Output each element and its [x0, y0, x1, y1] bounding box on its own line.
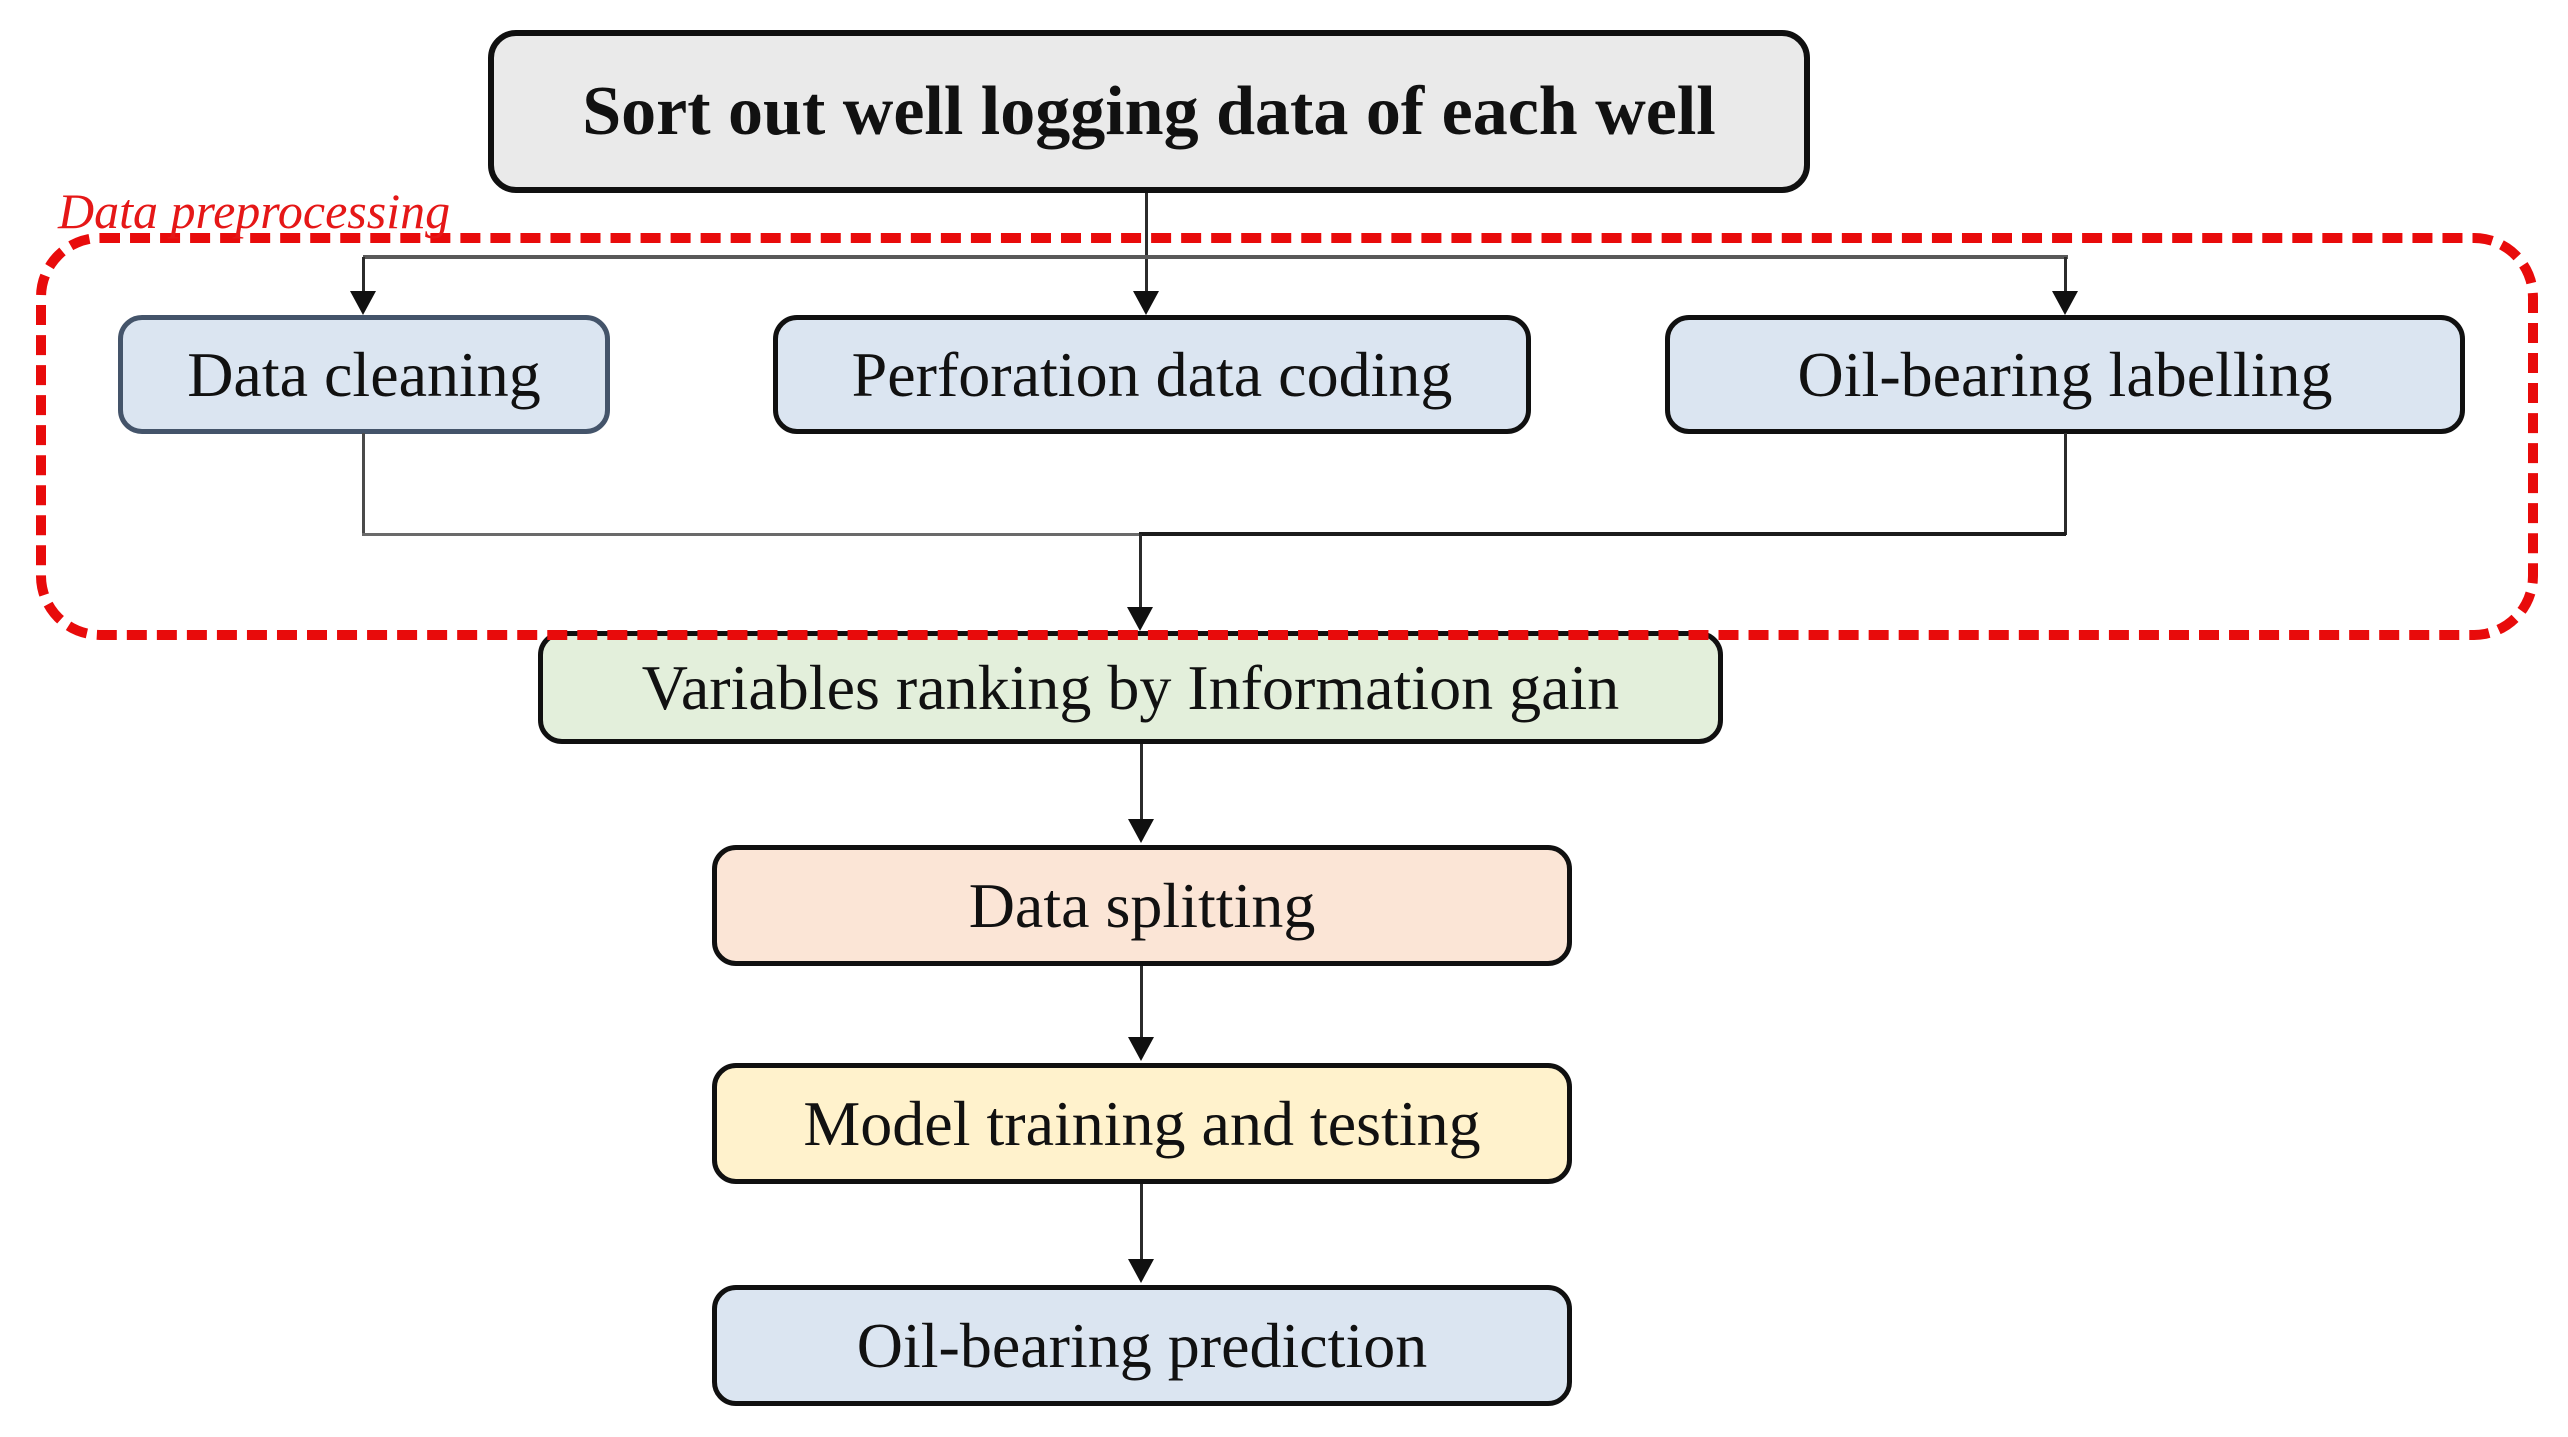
connector-converge-down [1139, 534, 1142, 608]
node-oil-bearing-prediction: Oil-bearing prediction [712, 1285, 1572, 1406]
connector-labelling-down [2064, 433, 2067, 535]
connector-converge-right [1139, 532, 2066, 536]
connector-split-to-train [1140, 966, 1143, 1038]
connector-branch-left-down [362, 257, 365, 292]
arrowhead-to-data-splitting [1128, 819, 1154, 843]
connector-converge-left [362, 533, 1140, 536]
arrowhead-to-data-cleaning [350, 291, 376, 315]
connector-branch-horizontal [363, 255, 2068, 259]
arrowhead-to-perforation-coding [1133, 291, 1159, 315]
arrowhead-to-oil-prediction [1128, 1259, 1154, 1283]
arrowhead-to-model-training [1128, 1037, 1154, 1061]
node-variables-ranking: Variables ranking by Information gain [538, 631, 1723, 744]
arrowhead-to-oil-labelling [2052, 291, 2078, 315]
node-sort-well-logging: Sort out well logging data of each well [488, 30, 1810, 193]
connector-train-to-predict [1140, 1184, 1143, 1260]
connector-cleaning-down [362, 433, 365, 535]
arrowhead-to-variables-ranking [1127, 607, 1153, 631]
connector-rank-to-split [1140, 744, 1143, 820]
node-oil-bearing-labelling: Oil-bearing labelling [1665, 315, 2465, 434]
node-data-splitting: Data splitting [712, 845, 1572, 966]
data-preprocessing-label: Data preprocessing [58, 183, 451, 239]
node-data-cleaning: Data cleaning [118, 315, 610, 434]
data-preprocessing-region [36, 233, 2538, 640]
node-model-training-testing: Model training and testing [712, 1063, 1572, 1184]
node-perforation-data-coding: Perforation data coding [773, 315, 1531, 434]
connector-branch-right-down [2064, 257, 2067, 292]
connector-title-down [1145, 193, 1148, 292]
